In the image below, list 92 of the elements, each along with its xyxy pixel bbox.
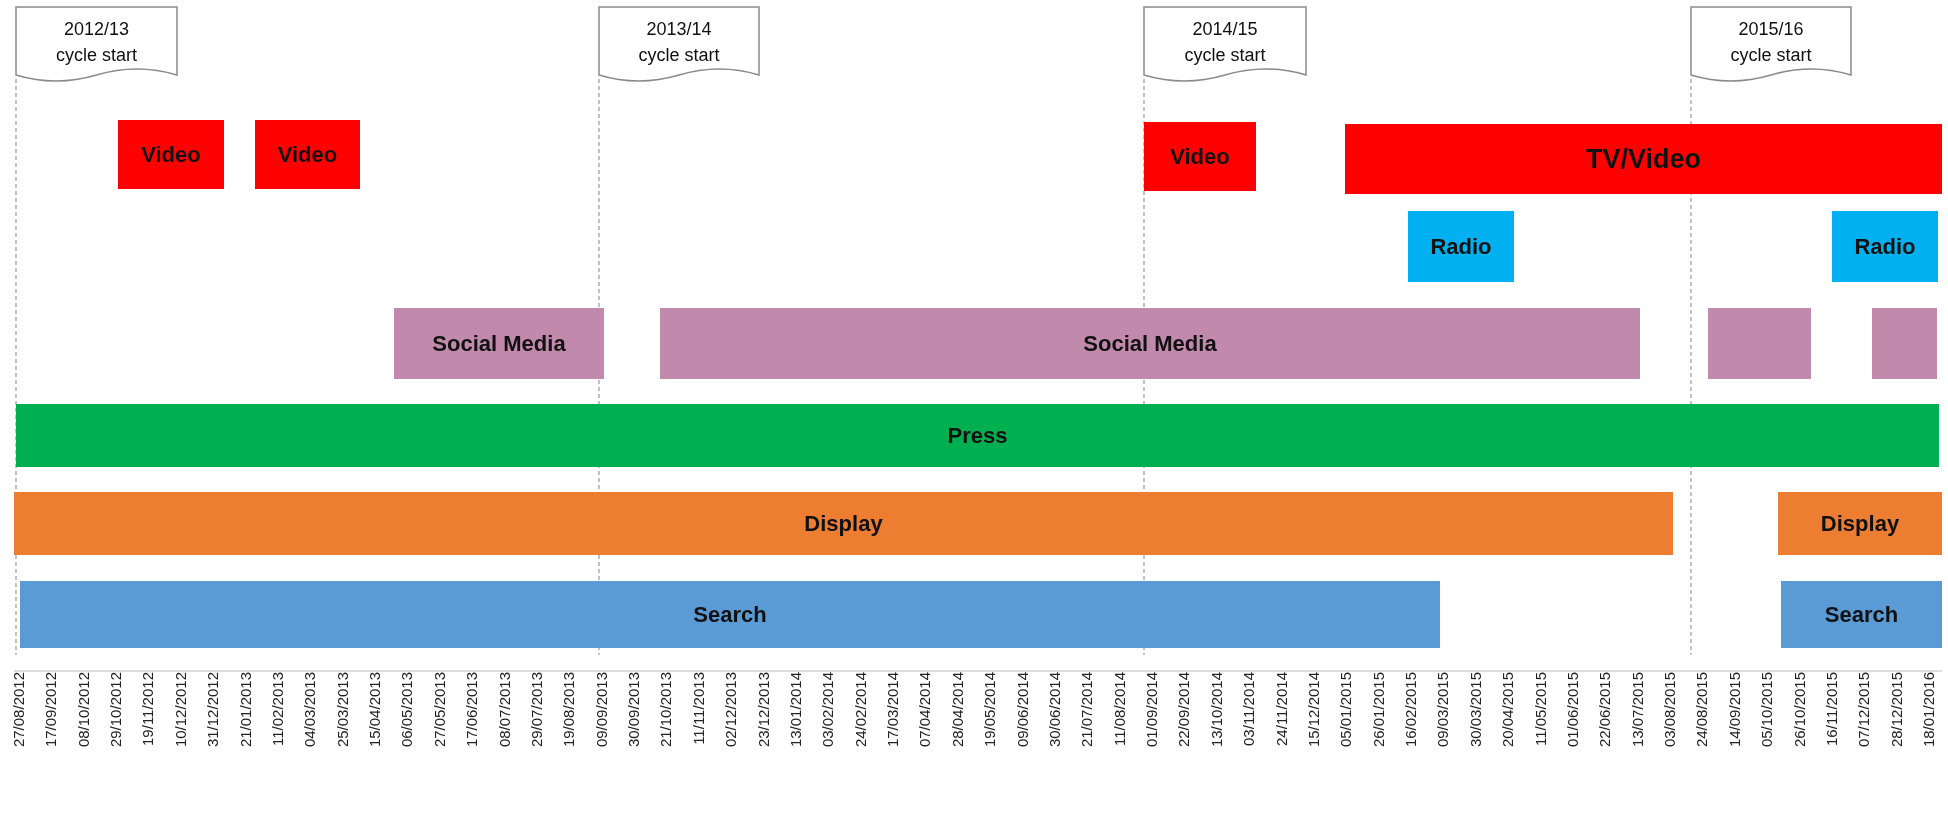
video-bar [118, 120, 224, 189]
date-axis-label: 03/08/2015 [1661, 672, 1679, 748]
bar-label: Display [804, 510, 883, 537]
date-axis-label: 27/05/2013 [430, 672, 449, 748]
date-axis-label: 02/12/2013 [722, 672, 741, 748]
date-axis-label: 29/07/2013 [527, 672, 546, 748]
date-axis-label: 24/08/2015 [1693, 672, 1712, 748]
date-axis-label: 21/01/2013 [236, 672, 255, 748]
display-bar [14, 492, 1673, 555]
bar-label: Search [693, 601, 767, 628]
radio-bar [1832, 211, 1938, 282]
date-axis-label: 11/02/2013 [268, 672, 287, 746]
date-axis-label: 08/10/2012 [74, 672, 93, 748]
date-axis-label: 21/07/2014 [1078, 672, 1097, 748]
date-axis-label: 03/11/2014 [1240, 672, 1259, 746]
date-axis-label: 09/06/2014 [1013, 672, 1032, 748]
date-axis-label: 30/09/2013 [625, 672, 644, 748]
video-bar [1144, 122, 1256, 191]
date-axis-label: 19/05/2014 [981, 672, 1000, 748]
social-media-bar [1708, 308, 1811, 379]
date-axis-label: 19/08/2013 [560, 672, 579, 748]
date-axis-label: 17/09/2012 [42, 672, 61, 748]
date-axis-label: 07/04/2014 [916, 672, 935, 748]
bar-label: Video [277, 141, 338, 168]
date-axis-label: 10/12/2012 [171, 672, 190, 748]
date-axis-label: 11/11/2013 [689, 672, 708, 745]
date-axis-label: 30/06/2014 [1045, 672, 1064, 748]
bar-label: Search [1824, 601, 1899, 628]
bar-label: Social Media [1083, 330, 1217, 357]
date-axis-label: 01/06/2015 [1563, 672, 1582, 748]
date-axis-label: 13/01/2014 [786, 672, 805, 748]
search-bar [20, 581, 1440, 648]
display-bar [1778, 492, 1942, 555]
cycle-start-label: 2013/14 cycle start [637, 18, 721, 67]
date-axis-label: 30/03/2015 [1466, 672, 1485, 748]
date-axis-label: 08/07/2013 [495, 672, 514, 748]
cycle-start-label: 2015/16 cycle start [1729, 18, 1813, 67]
date-axis-label: 07/12/2015 [1855, 672, 1874, 748]
bar-label: Press [947, 422, 1008, 449]
date-axis-label: 26/10/2015 [1790, 672, 1809, 748]
date-axis-label: 04/03/2013 [301, 672, 320, 748]
radio-bar [1408, 211, 1514, 282]
bar-label: Video [141, 141, 201, 168]
date-axis-label: 20/04/2015 [1499, 672, 1518, 748]
cycle-start-label: 2014/15 cycle start [1183, 18, 1267, 67]
date-axis-label: 15/12/2014 [1304, 672, 1323, 748]
date-axis-label: 01/09/2014 [1143, 672, 1162, 748]
date-axis-label: 31/12/2012 [204, 672, 223, 748]
date-axis-label: 23/12/2013 [754, 672, 773, 748]
social-media-bar [660, 308, 1640, 379]
bar-label: Radio [1430, 233, 1492, 260]
date-axis-label: 11/05/2015 [1531, 672, 1550, 746]
date-axis-label: 11/08/2014 [1110, 672, 1129, 746]
date-axis-label: 17/06/2013 [463, 672, 482, 748]
date-axis-label: 22/06/2015 [1596, 672, 1615, 748]
video-bar [1345, 124, 1942, 194]
date-axis-label: 13/10/2014 [1207, 672, 1226, 748]
date-axis-label: 14/09/2015 [1725, 672, 1744, 748]
date-axis-label: 05/01/2015 [1337, 672, 1356, 748]
date-axis-label: 22/09/2014 [1175, 672, 1194, 748]
social-media-bar [1872, 308, 1937, 379]
cycle-start-label: 2012/13 cycle start [55, 18, 138, 67]
date-axis-label: 17/03/2014 [884, 672, 903, 748]
date-axis-label: 18/01/2016 [1920, 672, 1938, 748]
date-axis-label: 13/07/2015 [1628, 672, 1647, 748]
date-axis-label: 28/04/2014 [948, 672, 967, 748]
bar-label: TV/Video [1586, 143, 1701, 175]
date-axis-label: 19/11/2012 [139, 672, 158, 746]
bar-label: Video [1170, 143, 1230, 170]
date-axis-label: 05/10/2015 [1758, 672, 1777, 748]
date-axis-label: 29/10/2012 [107, 672, 126, 748]
date-axis-label: 06/05/2013 [398, 672, 417, 748]
social-media-bar [394, 308, 604, 379]
date-axis-label: 16/11/2015 [1822, 672, 1841, 746]
bar-label: Radio [1854, 233, 1916, 260]
search-bar [1781, 581, 1942, 648]
date-axis-label: 03/02/2014 [819, 672, 838, 748]
date-axis-label: 24/11/2014 [1272, 672, 1291, 746]
press-bar [16, 404, 1939, 467]
date-axis-label: 26/01/2015 [1369, 672, 1388, 748]
date-axis-label: 24/02/2014 [851, 672, 870, 748]
date-axis-label: 28/12/2015 [1887, 672, 1906, 748]
date-axis-label: 16/02/2015 [1402, 672, 1421, 748]
date-axis-label: 21/10/2013 [657, 672, 676, 748]
date-axis-label: 09/03/2015 [1434, 672, 1453, 748]
date-axis-label: 25/03/2013 [333, 672, 352, 748]
date-axis-label: 27/08/2012 [10, 672, 28, 748]
date-axis-label: 15/04/2013 [366, 672, 385, 748]
date-axis-label: 09/09/2013 [592, 672, 611, 748]
video-bar [255, 120, 360, 189]
bar-label: Social Media [432, 330, 566, 357]
bar-label: Display [1820, 510, 1900, 537]
